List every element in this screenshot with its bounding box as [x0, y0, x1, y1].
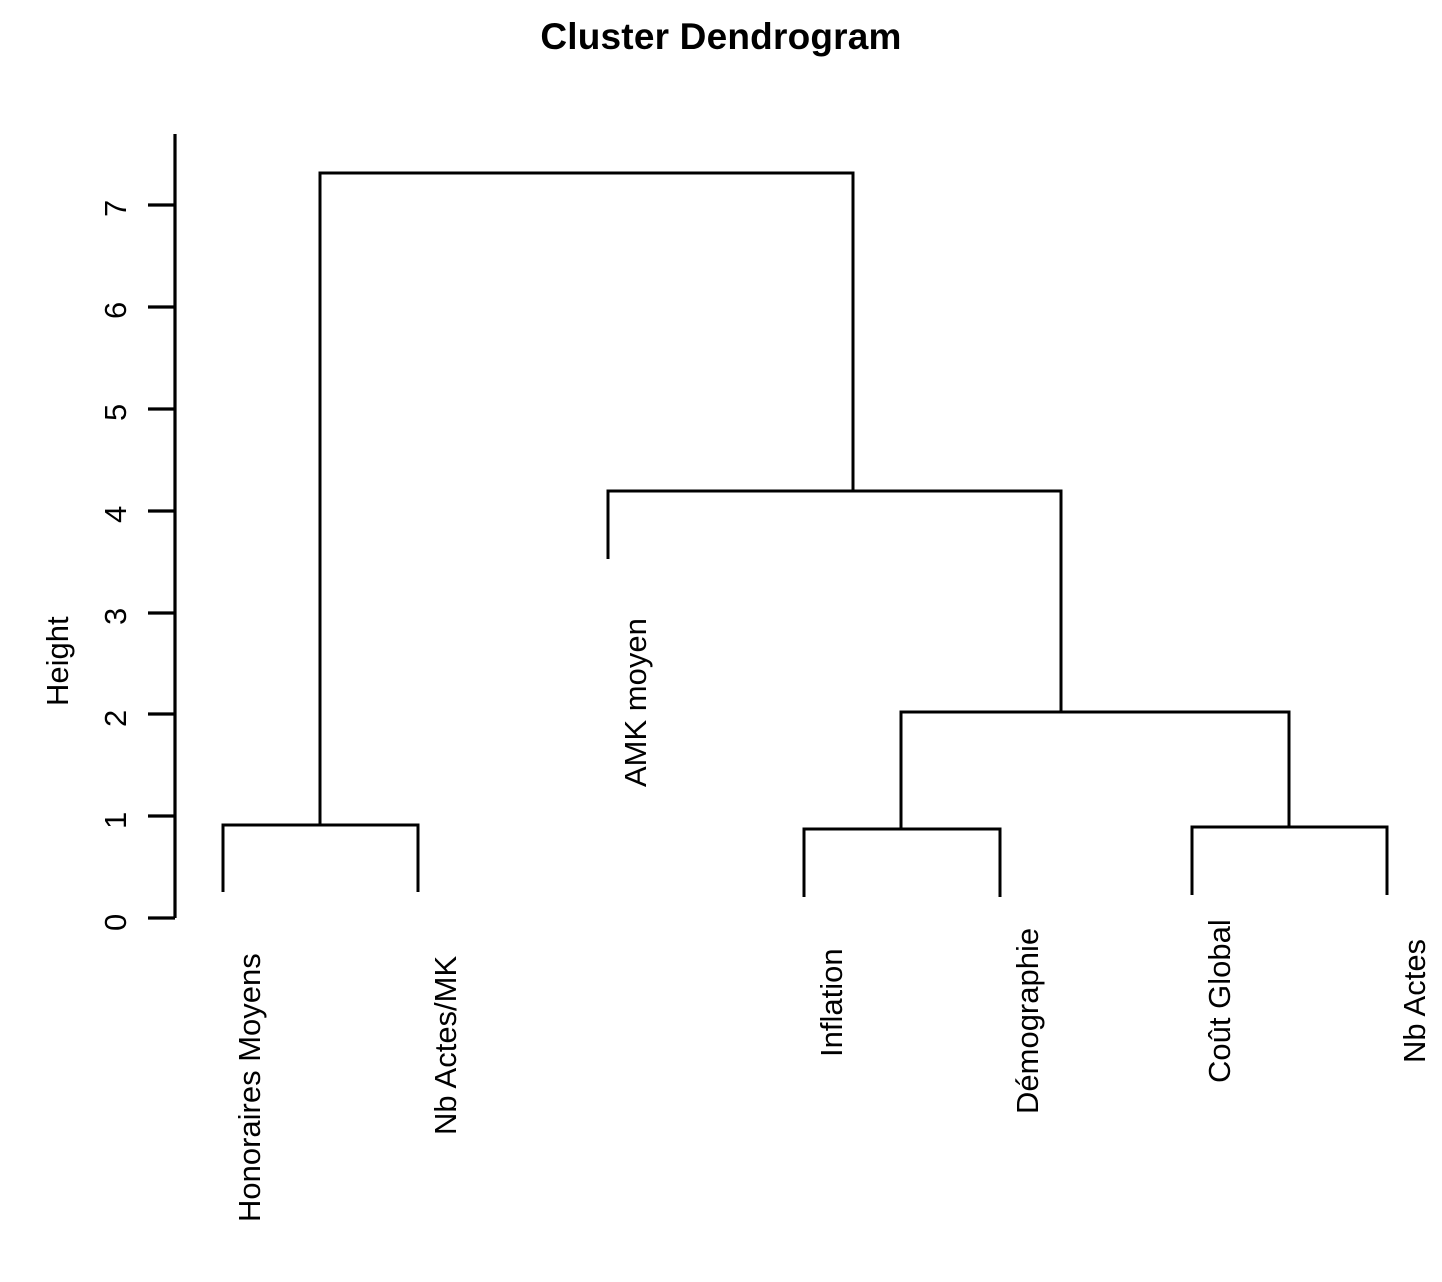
branch-root — [318, 171, 855, 825]
branch-amk-inner — [606, 489, 1063, 712]
branch-honoraires-nbactesmk — [221, 823, 420, 892]
branch-inflation-demographie — [802, 827, 1002, 897]
page-title: Cluster Dendrogram — [540, 16, 902, 57]
branch-coutglobal-nbactes — [1190, 825, 1389, 895]
branch-inner-right — [899, 710, 1291, 829]
y-axis — [148, 134, 177, 920]
